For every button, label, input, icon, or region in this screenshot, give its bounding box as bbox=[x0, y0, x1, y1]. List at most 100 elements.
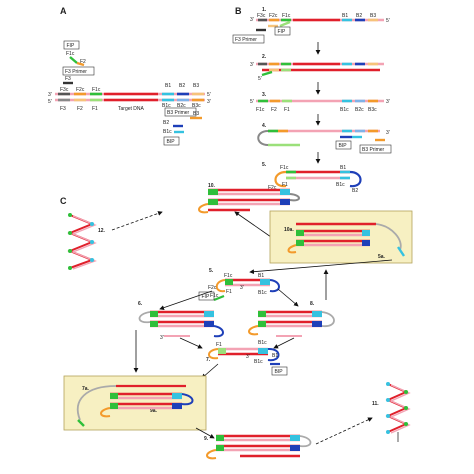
step-c6-number: 6. bbox=[138, 301, 143, 307]
step-c9a-number: 9a. bbox=[150, 408, 158, 414]
step4-bip-label: BIP bbox=[339, 143, 348, 149]
b3-label: B3 bbox=[193, 83, 199, 89]
step7a-structure bbox=[76, 384, 194, 427]
panel-b-label: B bbox=[235, 6, 242, 16]
f3-primer-box-label: F3 Primer bbox=[65, 69, 87, 75]
b1-prime5: 5' bbox=[386, 18, 390, 24]
c7-b1: B1 bbox=[272, 353, 278, 359]
step-b5-number: 5. bbox=[262, 162, 267, 168]
panel-a-label: A bbox=[60, 6, 67, 16]
f2-label: F2 bbox=[80, 59, 86, 65]
arrow-8-7 bbox=[273, 337, 295, 349]
arrow-5-6 bbox=[159, 290, 213, 310]
fip-f2-segment bbox=[76, 61, 85, 67]
step9-structure bbox=[206, 434, 312, 460]
step6-structure bbox=[138, 310, 224, 338]
b3-b3c: B3c bbox=[368, 107, 377, 113]
c5-b1c: B1c bbox=[258, 290, 267, 296]
b1-b1: B1 bbox=[342, 13, 348, 19]
fip-box bbox=[63, 40, 80, 50]
c5-f1: F1 bbox=[226, 289, 232, 295]
b3-f1: F1 bbox=[284, 107, 290, 113]
b5-f1c: F1c bbox=[280, 165, 289, 171]
c5-prime3: 3' bbox=[240, 285, 244, 291]
step1-fip-box bbox=[274, 26, 291, 36]
step-b1-number: 1. bbox=[262, 7, 267, 13]
step10a-structure bbox=[287, 222, 405, 257]
c7-bip-label: BIP bbox=[275, 369, 284, 375]
c5-fip-label: FIP bbox=[202, 294, 210, 300]
b3-prime3: 3' bbox=[386, 99, 390, 105]
step-b4-number: 4. bbox=[262, 123, 267, 129]
prime5-right: 5' bbox=[207, 92, 211, 98]
step4-loop-strand bbox=[257, 129, 380, 147]
step4-b3-primer-label: B3 Primer bbox=[362, 147, 385, 153]
prime3-right: 3' bbox=[207, 99, 211, 105]
step-c7-number: 7. bbox=[206, 357, 211, 363]
step-c9-number: 9. bbox=[204, 436, 209, 442]
step7-structure bbox=[208, 347, 280, 362]
step10-structure bbox=[198, 188, 300, 214]
b1-b2: B2 bbox=[356, 13, 362, 19]
b3-f2: F2 bbox=[271, 107, 277, 113]
f1-bottom-label: F1 bbox=[92, 106, 98, 112]
b3-b2c: B2c bbox=[355, 107, 364, 113]
arrow-5-8 bbox=[277, 288, 299, 307]
c7-prime3: 3' bbox=[246, 354, 250, 360]
b1-f3c: F3c bbox=[257, 13, 266, 19]
step-c5-number: 5. bbox=[209, 268, 214, 274]
c5-f2c: F2c bbox=[208, 285, 217, 291]
f3-bottom-label: F3 bbox=[60, 106, 66, 112]
step5-dumbbell bbox=[274, 170, 362, 188]
b5-b1: B1 bbox=[340, 165, 346, 171]
f1c-top-label: F1c bbox=[92, 87, 101, 93]
b5-f1: F1 bbox=[282, 182, 288, 188]
step-c10a-number: 10a. bbox=[284, 227, 294, 233]
step1-fip-label: FIP bbox=[278, 29, 286, 35]
arrow-c10-c12 bbox=[111, 211, 163, 231]
b2-label: B2 bbox=[179, 83, 185, 89]
step5c-dumbbell bbox=[213, 278, 280, 302]
b1-b3: B3 bbox=[370, 13, 376, 19]
step-c12-number: 12. bbox=[98, 228, 106, 234]
b1c-lower-label: B1c bbox=[163, 129, 172, 135]
box-10a bbox=[269, 210, 413, 264]
b3-b1c: B1c bbox=[340, 107, 349, 113]
step2-strand bbox=[256, 62, 384, 72]
f3-label: F3 bbox=[65, 76, 71, 82]
b3-f1c: F1c bbox=[256, 107, 265, 113]
arrow-9a-9 bbox=[195, 427, 215, 439]
b1-prime3: 3' bbox=[250, 17, 254, 23]
target-dna-label: Target DNA bbox=[118, 106, 145, 112]
b2-prime5: 5' bbox=[258, 76, 262, 82]
f3-primer-box bbox=[62, 66, 95, 76]
b3c-label: B3c bbox=[192, 103, 201, 109]
arrow-c10a-c10 bbox=[234, 211, 272, 238]
c5-f1c: F1c bbox=[224, 273, 233, 279]
c7-f1: F1 bbox=[216, 342, 222, 348]
prime5-left: 5' bbox=[48, 99, 52, 105]
c7-b1c-b: B1c bbox=[254, 359, 263, 365]
fip-f1c-segment bbox=[69, 56, 78, 64]
b2-prime3: 3' bbox=[250, 62, 254, 68]
b2-lower-label: B2 bbox=[163, 120, 169, 126]
f2c-label: F2c bbox=[76, 87, 85, 93]
step12-concatemer bbox=[67, 213, 97, 270]
step4-bip-box bbox=[335, 140, 352, 150]
step-c11-number: 11. bbox=[372, 401, 379, 407]
prime3-left: 3' bbox=[48, 92, 52, 98]
b1-f1c: F1c bbox=[282, 13, 291, 19]
b3-prime5: 5' bbox=[250, 99, 254, 105]
f2-bottom-label: F2 bbox=[77, 106, 83, 112]
f1c-label: F1c bbox=[66, 51, 75, 57]
c7-bip-box bbox=[271, 366, 288, 376]
b5-f2c: F2c bbox=[268, 185, 277, 191]
c5-f1c-b: F1c bbox=[210, 293, 219, 299]
f3c-label: F3c bbox=[60, 87, 69, 93]
arrow-6-7 bbox=[179, 337, 203, 349]
step4-b3-primer-box bbox=[359, 144, 392, 154]
step1-fip-f1c bbox=[279, 20, 291, 28]
b3-primer-box bbox=[164, 107, 197, 117]
b5-b2: B2 bbox=[352, 188, 358, 194]
